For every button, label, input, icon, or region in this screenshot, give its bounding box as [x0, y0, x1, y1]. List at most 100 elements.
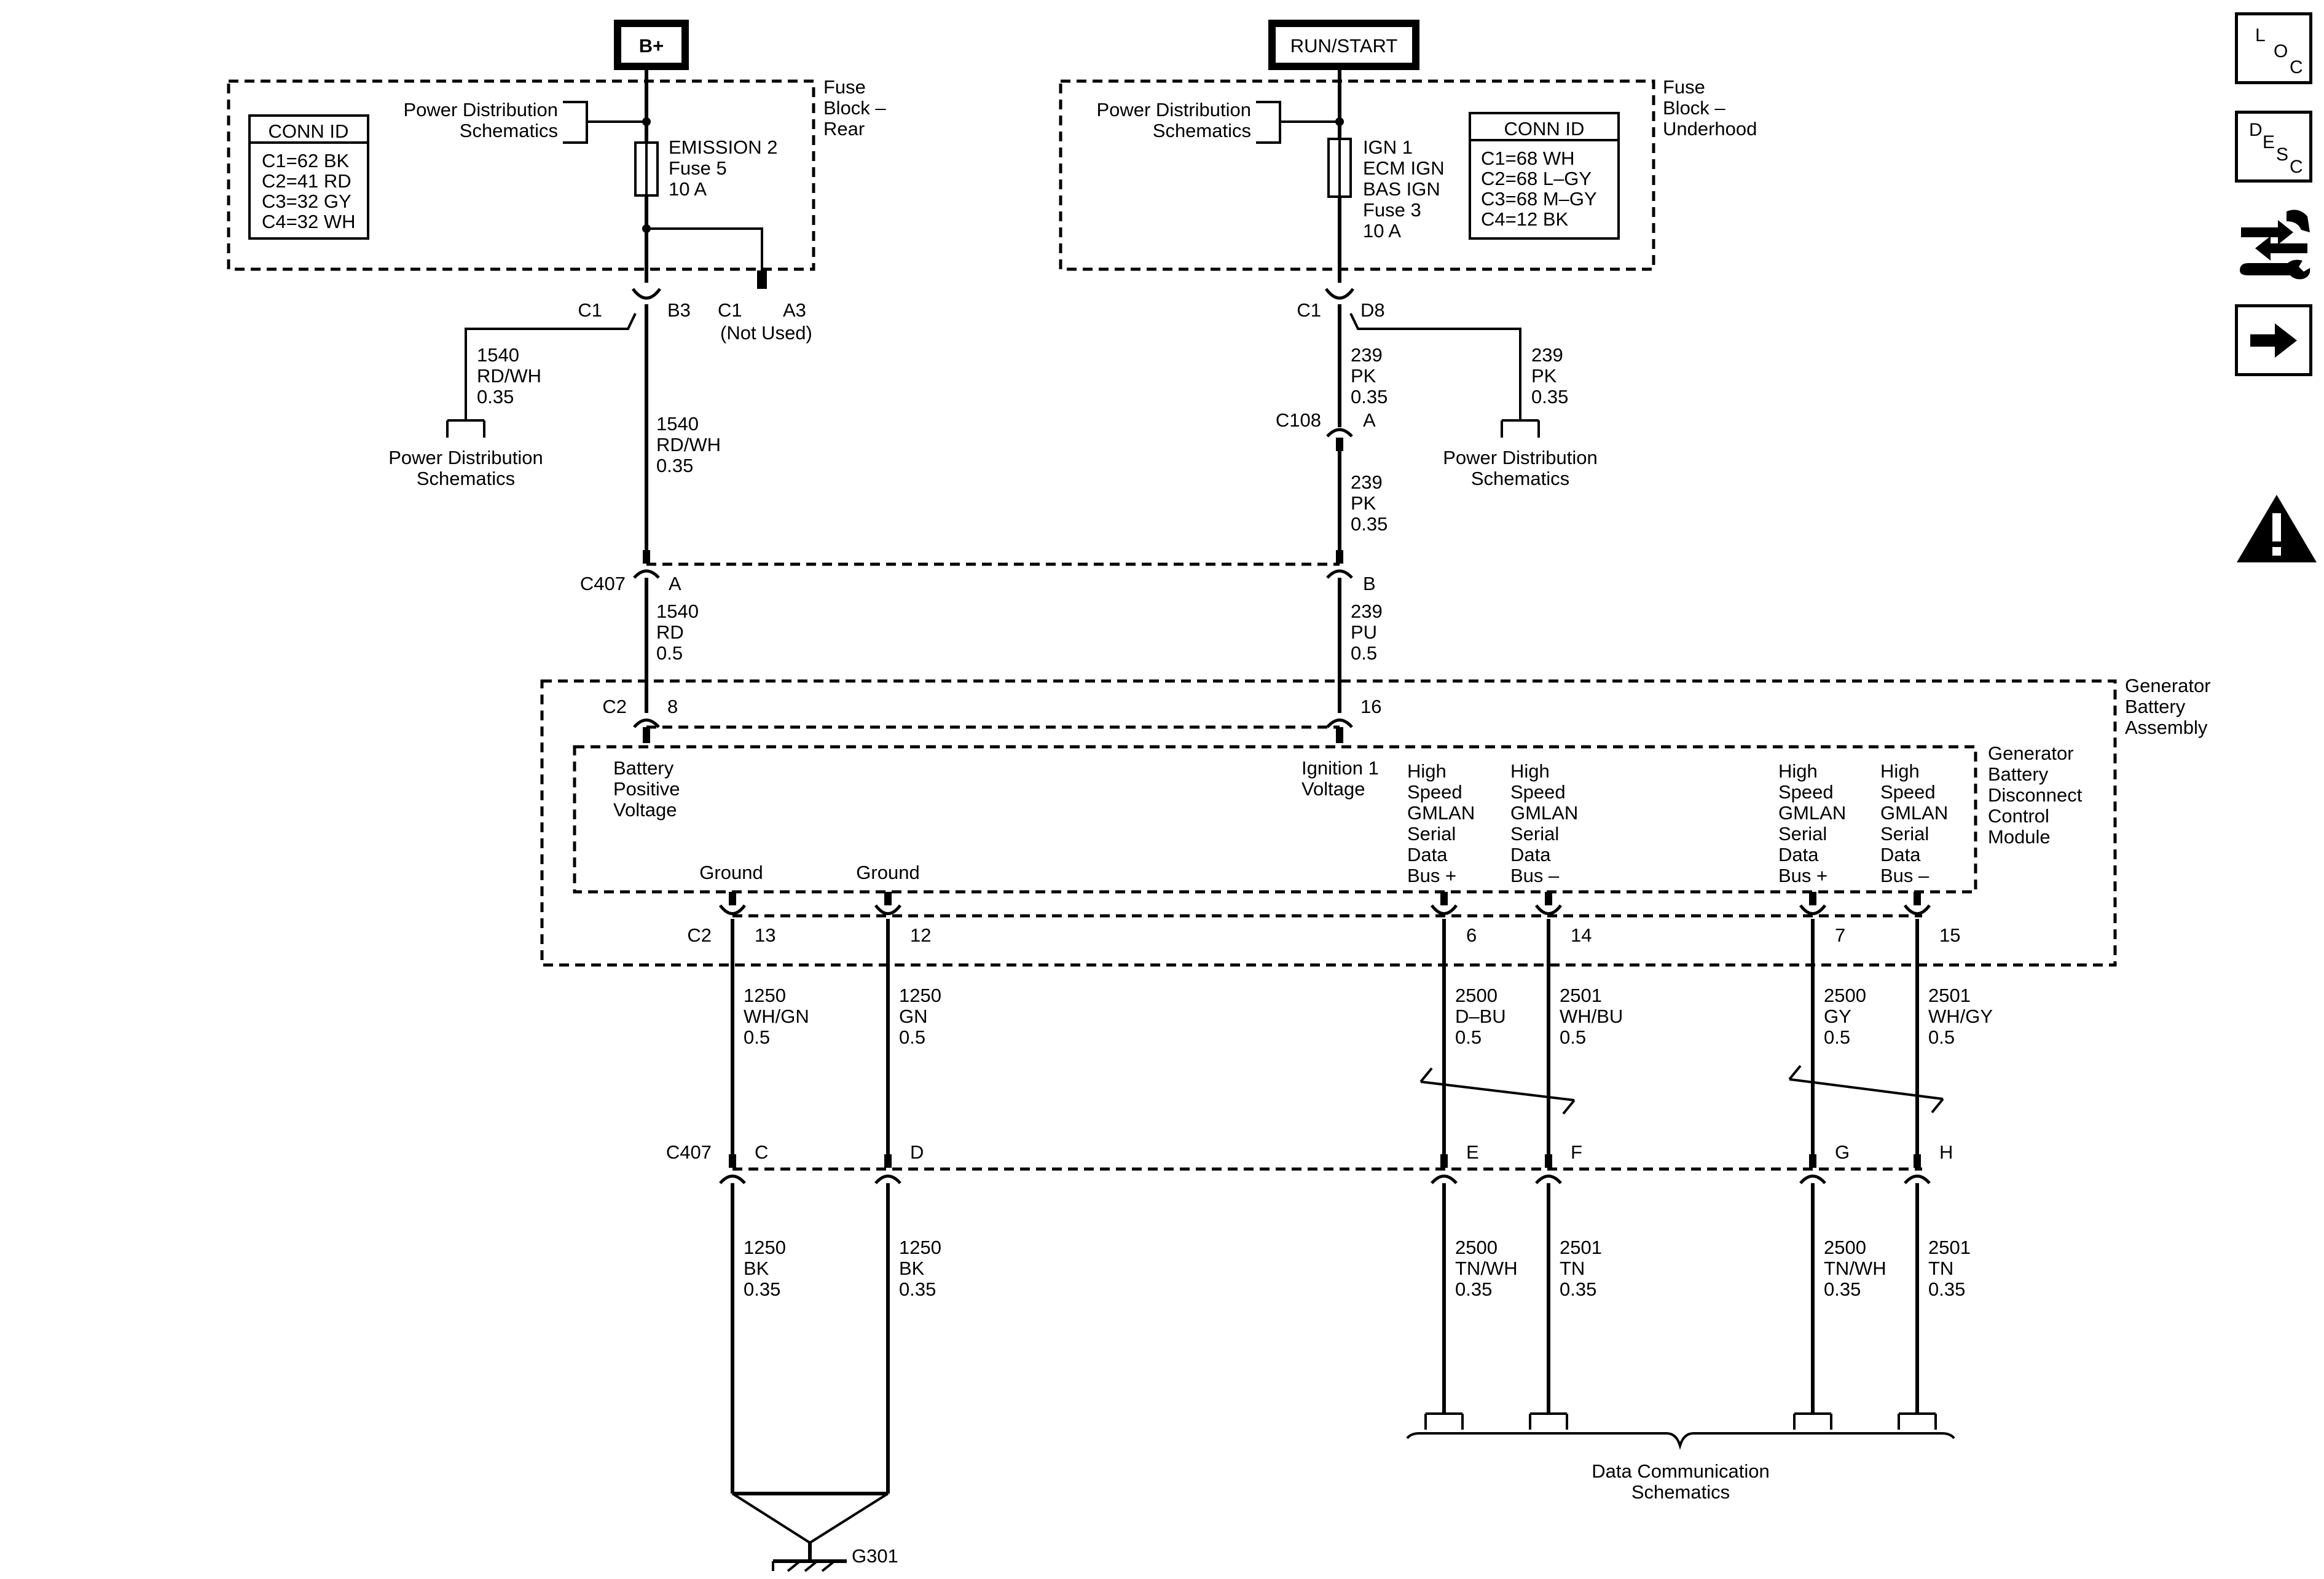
c407-pin-arc: [719, 1175, 746, 1184]
wire-label: 0.5: [656, 642, 683, 664]
connector-label: C407: [580, 573, 626, 594]
pin-label: 8: [667, 696, 678, 717]
module-title: Module: [1988, 826, 2051, 848]
connector-label: C108: [1276, 409, 1321, 431]
wire-label: 0.35: [1928, 1278, 1965, 1300]
warning-icon[interactable]: [2237, 495, 2317, 562]
next-button[interactable]: [2235, 304, 2312, 376]
assembly-title: Assembly: [2125, 717, 2208, 738]
fuse-label: Fuse 3: [1363, 199, 1421, 221]
terminal-label: High: [1880, 760, 1920, 782]
pin-label: 13: [755, 924, 775, 946]
conn-id-line: C3=32 GY: [262, 191, 351, 212]
pds-label: Schematics: [417, 468, 515, 489]
pds-label: Power Distribution: [1096, 99, 1251, 120]
wire-label: 1540: [477, 344, 519, 366]
wire-label: BK: [899, 1258, 925, 1279]
wire-label: PK: [1351, 365, 1376, 387]
twisted-pair-markers: [1419, 1065, 1944, 1115]
wire-label: 0.5: [1560, 1026, 1586, 1048]
terminal-label: Speed: [1778, 781, 1834, 803]
terminal-label: Bus +: [1407, 865, 1456, 886]
wire-label: 1250: [899, 1237, 941, 1258]
wrench-arrows-icon[interactable]: [2235, 203, 2312, 283]
right-arrow-icon: [2250, 323, 2297, 358]
pin-label: 12: [910, 924, 931, 946]
pds-label: Power Distribution: [388, 447, 543, 468]
fuse-label: Fuse 5: [669, 157, 727, 179]
runstart-label: RUN/START: [1290, 35, 1398, 57]
pds-label: Schematics: [1153, 120, 1251, 141]
wire-label: 0.35: [899, 1278, 936, 1300]
c2-pin-arc: [1430, 904, 1458, 915]
module-title: Battery: [1988, 763, 2049, 785]
wire-label: WH/GN: [744, 1006, 809, 1027]
data-comm-label: Schematics: [1631, 1481, 1730, 1503]
wire-label: 2500: [1824, 1237, 1866, 1258]
wire-label: PK: [1531, 365, 1557, 387]
module-terminal-pin: [1914, 892, 1921, 905]
c407-pin-arc: [1904, 1175, 1931, 1184]
c407-pin: [1809, 1154, 1816, 1168]
desc-button[interactable]: D E S C: [2235, 111, 2312, 183]
loc-letter: C: [2290, 57, 2303, 77]
ground-g301: G301: [731, 1492, 898, 1572]
wire-label: 0.5: [744, 1026, 770, 1048]
desc-letter: C: [2290, 157, 2303, 177]
pin-label: B3: [667, 299, 691, 321]
conn-id-line: C1=62 BK: [262, 150, 350, 171]
pin-label: D8: [1360, 299, 1385, 321]
pin-label: 7: [1835, 924, 1845, 946]
wire-label: 0.35: [1560, 1278, 1596, 1300]
terminal-label: Ground: [699, 862, 763, 883]
wire-label: D–BU: [1455, 1006, 1506, 1027]
c407-pin: [1914, 1154, 1921, 1168]
conn-id-title: CONN ID: [269, 120, 349, 142]
c407-lower-connector: C407: [666, 1141, 1922, 1171]
module-terminal-pin: [1809, 892, 1816, 905]
wire-label: WH/GY: [1928, 1006, 1993, 1027]
pin-label: 14: [1571, 924, 1592, 946]
module-terminal-pin: [729, 892, 736, 905]
terminal-label: Voltage: [613, 799, 677, 821]
pin-label: G: [1835, 1141, 1850, 1163]
fuse-block-rear-title-2: Block –: [823, 97, 886, 119]
fuse-block-rear: Fuse Block – Rear CONN ID C1=62 BK C2=41…: [227, 66, 886, 289]
loc-letter: O: [2274, 41, 2288, 61]
pin-label: A: [1363, 409, 1376, 431]
connector-label: C1: [1297, 299, 1321, 321]
wire-label: 0.5: [1351, 642, 1377, 664]
wire-label: PU: [1351, 621, 1377, 643]
wire-label: RD/WH: [656, 434, 721, 455]
wire-label: 0.5: [899, 1026, 925, 1048]
terminal-label: Data: [1510, 844, 1551, 865]
conn-id-line: C3=68 M–GY: [1481, 188, 1597, 210]
pds-label: Schematics: [460, 120, 558, 141]
c2-pin-arc: [718, 904, 747, 915]
terminal-label: Positive: [613, 778, 680, 800]
fuse-label: 10 A: [669, 178, 707, 200]
wire-label: 2500: [1455, 985, 1498, 1006]
loc-button[interactable]: L O C: [2235, 12, 2312, 84]
connector-label: C407: [666, 1141, 712, 1163]
pin-label: D: [910, 1141, 924, 1163]
terminal-label: Serial: [1407, 823, 1456, 845]
module-title: Control: [1988, 805, 2049, 827]
data-communication-link: Data Communication Schematics: [1406, 1432, 1955, 1503]
wire-label: PK: [1351, 492, 1376, 514]
pin-label: 16: [1360, 696, 1381, 717]
wire-label: 239: [1351, 344, 1383, 366]
fuse-block-rear-c1: C1 B3 C1 A3 (Not Used) 1540 RD/WH 0.35 P…: [388, 288, 812, 550]
conn-id-line: C1=68 WH: [1481, 148, 1574, 169]
wire-label: 239: [1531, 344, 1563, 366]
connector-label: C1: [578, 299, 602, 321]
desc-letter: D: [2249, 120, 2263, 140]
c2-pin-arc: [1534, 904, 1563, 915]
terminal-label: Voltage: [1301, 778, 1365, 800]
loc-letter: L: [2255, 25, 2266, 45]
wire-label: RD/WH: [477, 365, 541, 387]
c407-pin-arc: [1799, 1175, 1826, 1184]
c2-pin-arc: [1799, 904, 1827, 915]
pds-label: Schematics: [1471, 468, 1569, 489]
fuse-label: ECM IGN: [1363, 157, 1445, 179]
